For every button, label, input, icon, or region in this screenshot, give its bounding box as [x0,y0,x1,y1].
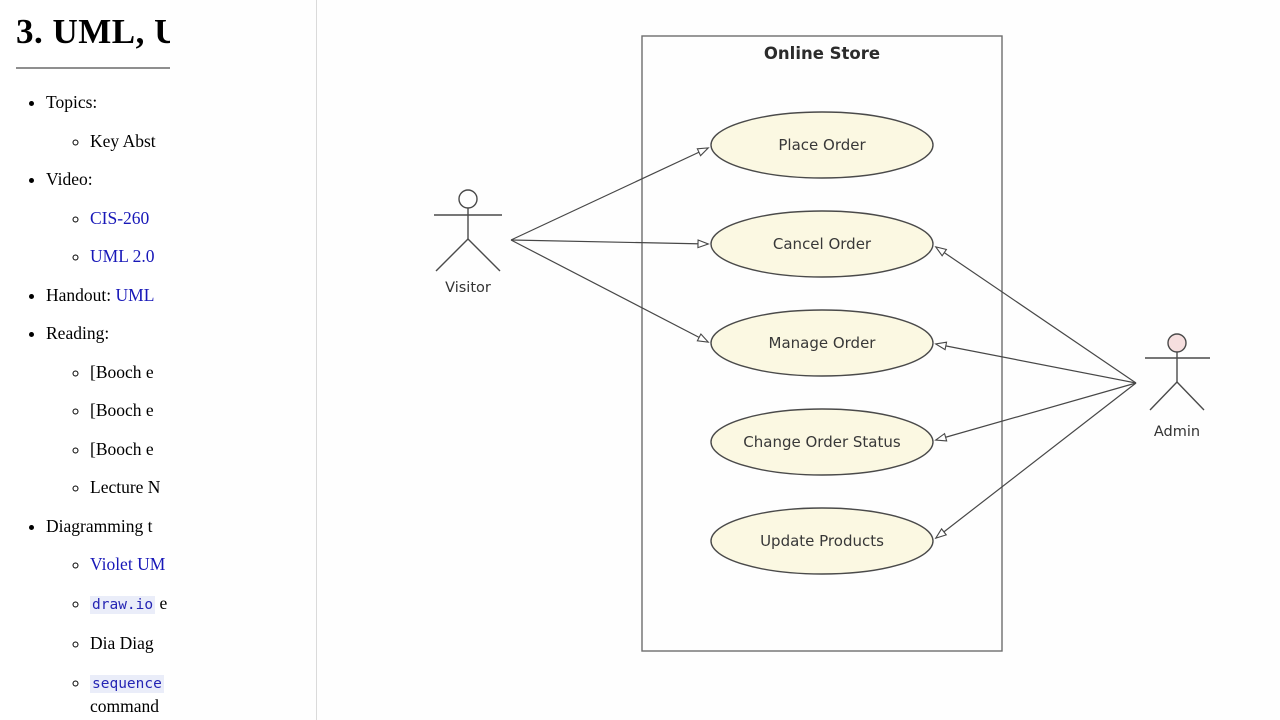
use-case-label: Update Products [760,532,884,550]
list-item-video: Video: CIS-260 UML 2.0 [46,168,1280,267]
list-item-reading: Reading: [Booch e [Booch e [Booch e Lect… [46,322,1280,498]
list-item-violet-uml: Violet UM [90,553,1280,575]
topics-label: Topics: [46,92,98,112]
list-item-booch-3: [Booch e [90,438,1280,460]
cis260-video-link[interactable]: CIS-260 [90,207,150,228]
use-case-ellipse [710,408,934,476]
list-item-diagramming-tools: Diagramming t Violet UM draw.io e Dia Di… [46,515,1280,717]
use-case-cancel-order: Cancel Order [710,210,934,278]
actor-visitor: Visitor [434,189,502,296]
use-case-place-order: Place Order [710,111,934,179]
list-item-handout: Handout: UML [46,284,1280,306]
booch-2-label: [Booch e [90,400,154,420]
association-admin-update-products [934,382,1137,540]
diagram-overlay-panel: Online Store Place Order Cancel Order Ma… [170,0,1280,720]
list-item-cis260-video: CIS-260 [90,207,1280,229]
use-case-label: Change Order Status [743,433,901,451]
list-item-booch-2: [Booch e [90,399,1280,421]
uml-use-case-diagram: Online Store Place Order Cancel Order Ma… [316,0,1210,720]
association-admin-cancel-order [934,245,1137,384]
list-item-drawio: draw.io e [90,592,1280,616]
list-item-sequence-tool: sequence command [90,671,1280,717]
booch-1-label: [Booch e [90,361,154,382]
system-boundary-box [641,35,1003,652]
use-case-manage-order: Manage Order [710,309,934,377]
use-case-label: Manage Order [769,334,877,352]
key-abstractions-label: Key Abst [90,130,156,151]
page-title: 3. UML, U [16,12,180,51]
use-case-update-products: Update Products [710,507,934,575]
visitor-right-leg-line [467,238,501,272]
use-case-label: Cancel Order [773,235,872,253]
list-item-uml20-video: UML 2.0 [90,245,1280,267]
sequence-item-wrap-text: command [90,695,160,716]
booch-3-label: [Booch e [90,438,154,459]
use-case-label: Place Order [778,136,866,154]
use-case-ellipse [710,111,934,179]
actor-admin: Admin [1145,333,1210,440]
association-visitor-cancel-order [510,239,710,249]
drawio-suffix: e [155,592,168,613]
lecture-topic-list: Topics: Key Abst Video: CIS-260 UML 2.0 … [0,91,1280,717]
uml20-video-link[interactable]: UML 2.0 [90,246,155,266]
visitor-left-leg-line [435,238,469,272]
list-item-key-abstractions: Key Abst [90,130,1280,152]
actor-admin-label: Admin [1154,424,1200,440]
system-title: Online Store [764,44,880,63]
video-label: Video: [46,169,93,189]
dia-diagram-label: Dia Diag [90,633,154,653]
lecture-notes-label: Lecture N [90,477,161,497]
handout-uml-link[interactable]: UML [115,284,155,305]
use-case-ellipse [710,210,934,278]
use-case-change-order-status: Change Order Status [710,408,934,476]
violet-uml-link[interactable]: Violet UM [90,554,166,574]
admin-left-leg-line [1149,381,1178,411]
list-item-booch-1: [Booch e [90,361,1280,383]
association-admin-manage-order [934,341,1137,384]
association-visitor-place-order [510,147,710,241]
use-case-ellipse [710,507,934,575]
list-item-dia-diagram: Dia Diag [90,632,1280,654]
visitor-head-icon [458,189,478,209]
association-visitor-manage-order [510,239,710,343]
reading-label: Reading: [46,323,110,343]
admin-head-icon [1167,333,1187,353]
actor-visitor-label: Visitor [445,280,491,296]
admin-right-leg-line [1176,381,1205,411]
drawio-link[interactable]: draw.io [90,595,156,614]
handout-label: Handout: [46,284,116,305]
use-case-ellipse [710,309,934,377]
list-item-lecture-notes: Lecture N [90,476,1280,498]
list-item-topics: Topics: Key Abst [46,91,1280,152]
association-admin-change-order-status [934,382,1137,442]
diagramming-tools-label: Diagramming t [46,515,153,536]
sequence-tool-link[interactable]: sequence [90,674,164,693]
